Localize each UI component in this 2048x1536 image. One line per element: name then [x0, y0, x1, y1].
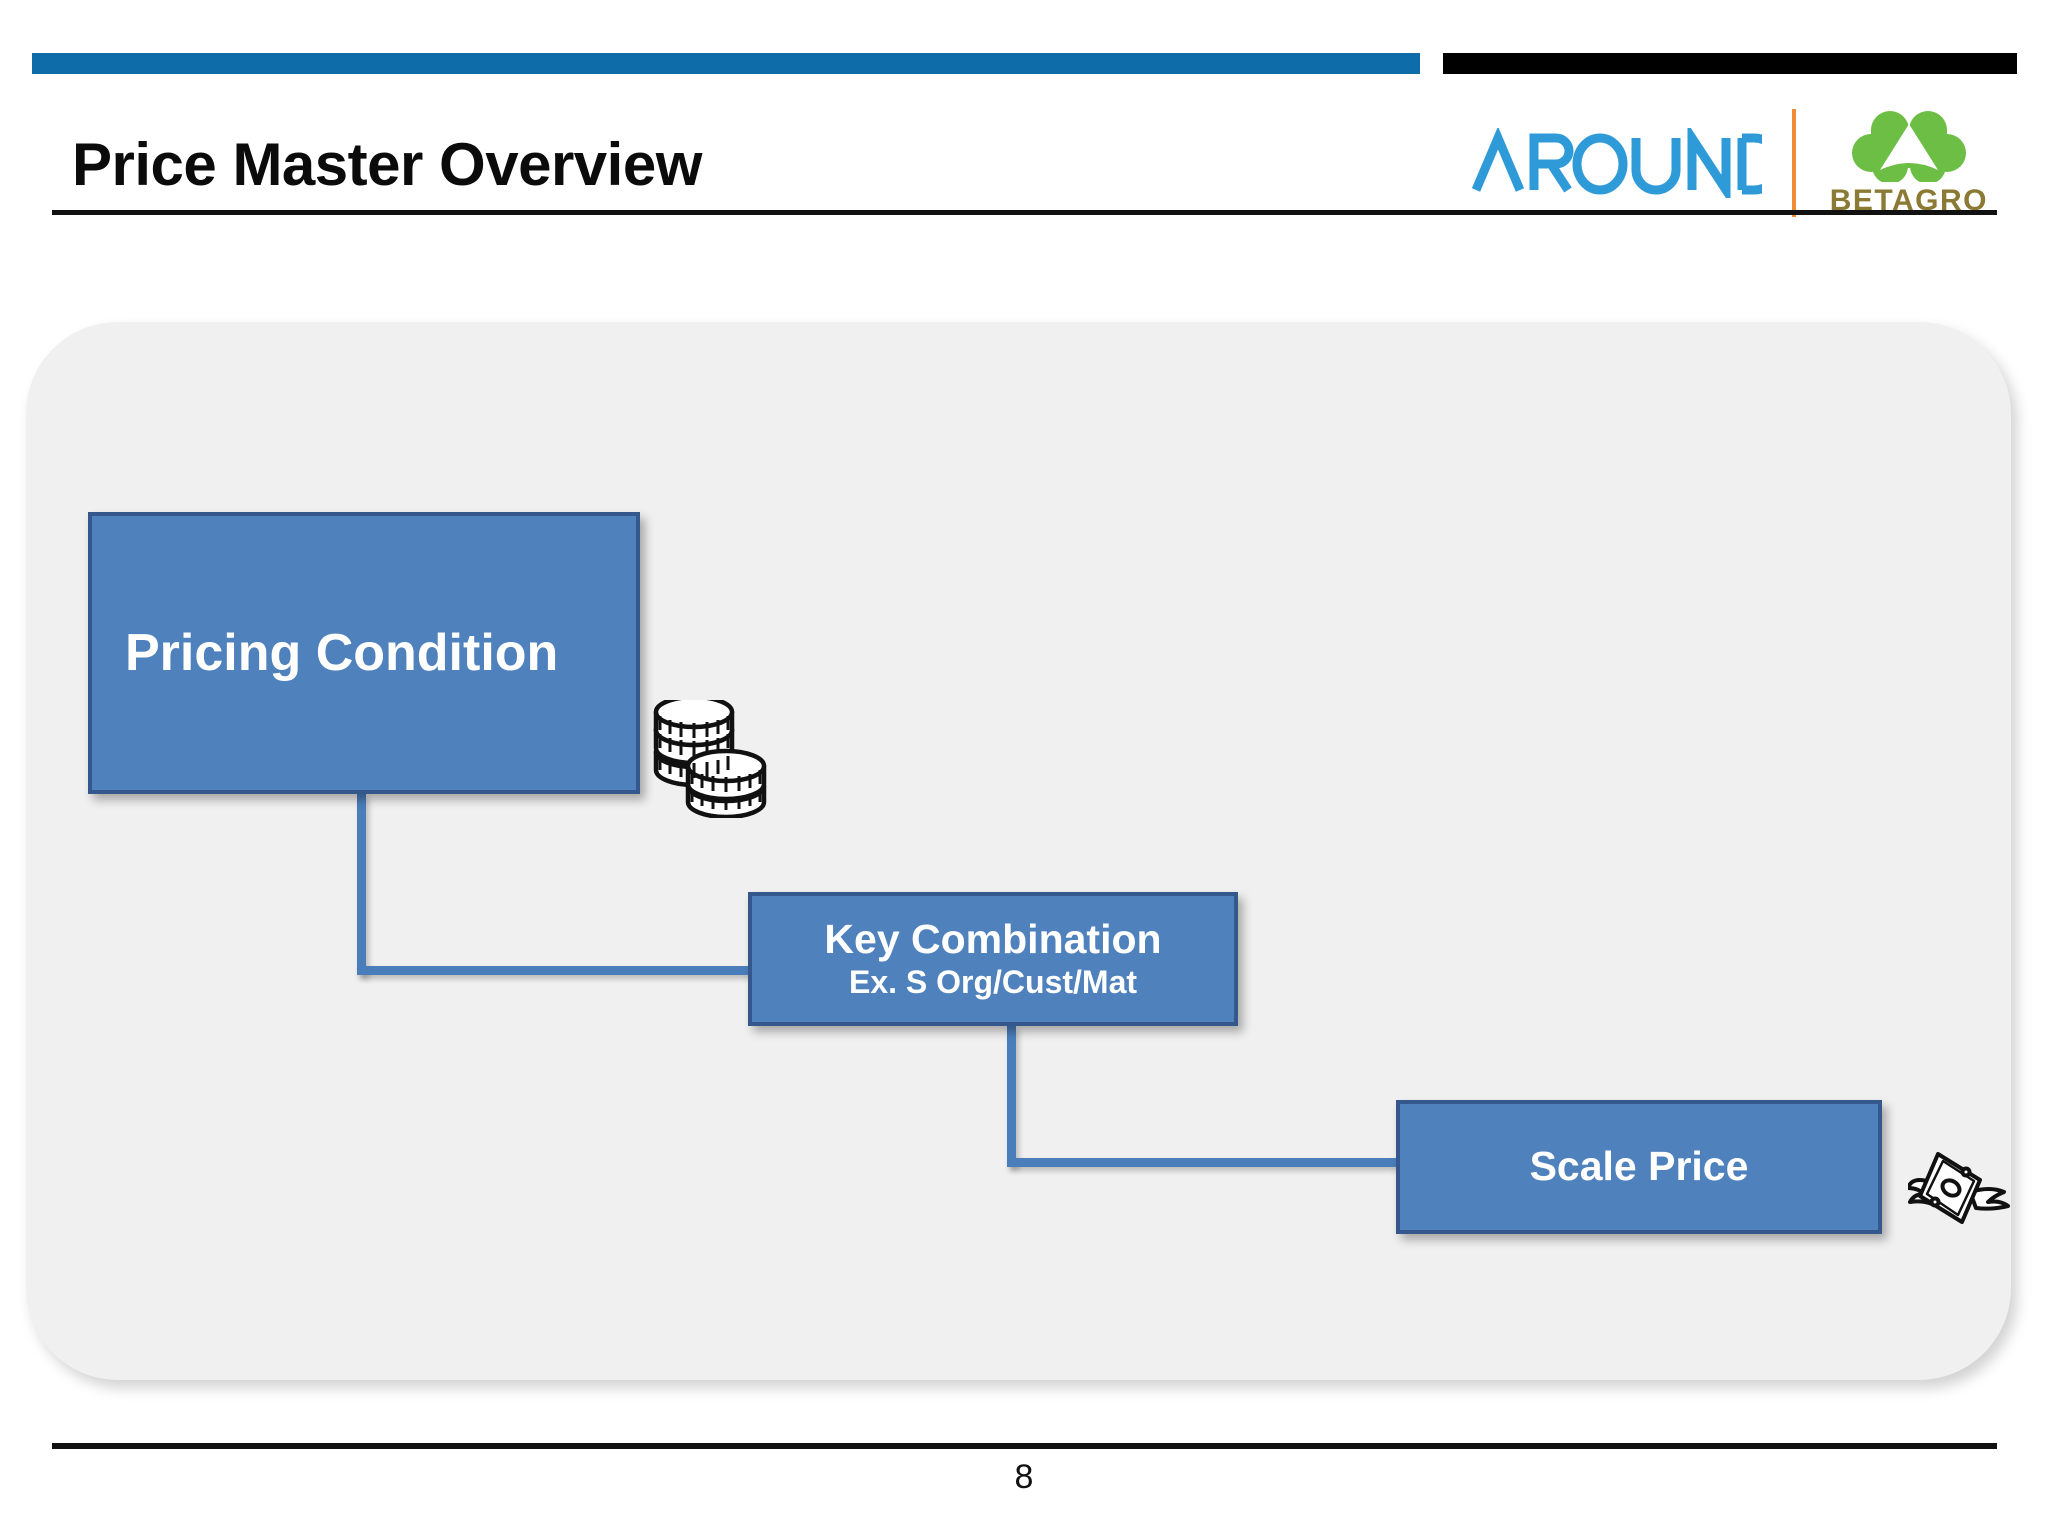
betagro-clover-icon: [1851, 111, 1966, 182]
flow-box-subtitle: Ex. S Org/Cust/Mat: [848, 963, 1138, 1000]
connector-key-to-scale-horizontal: [1007, 1158, 1400, 1167]
top-accent-bar-black: [1443, 53, 2017, 74]
around-wordmark-icon: [1471, 128, 1762, 198]
flying-money-icon: [1906, 1136, 2012, 1237]
around-logo: [1471, 128, 1762, 198]
flow-box-scale-price[interactable]: Scale Price: [1396, 1100, 1882, 1234]
betagro-logo: BETAGRO: [1830, 110, 1988, 216]
connector-pricing-to-key-vertical: [357, 794, 366, 975]
flow-box-title: Key Combination: [824, 915, 1162, 962]
footer-divider: [52, 1443, 1997, 1449]
page-title: Price Master Overview: [72, 131, 702, 198]
header-divider: [52, 210, 1997, 215]
coins-stack-icon: [648, 694, 774, 823]
logo-divider: [1791, 109, 1796, 217]
brand-lockup: BETAGRO: [1471, 108, 1988, 218]
page-number: 8: [1014, 1458, 1034, 1496]
flow-box-title: Pricing Condition: [125, 623, 559, 682]
connector-pricing-to-key-horizontal: [357, 966, 751, 975]
flow-box-pricing-condition[interactable]: Pricing Condition: [88, 512, 640, 794]
flow-box-title: Scale Price: [1529, 1143, 1749, 1190]
top-accent-bar-blue: [32, 53, 1420, 74]
flow-box-key-combination[interactable]: Key Combination Ex. S Org/Cust/Mat: [748, 892, 1238, 1026]
connector-key-to-scale-vertical: [1007, 1026, 1016, 1166]
